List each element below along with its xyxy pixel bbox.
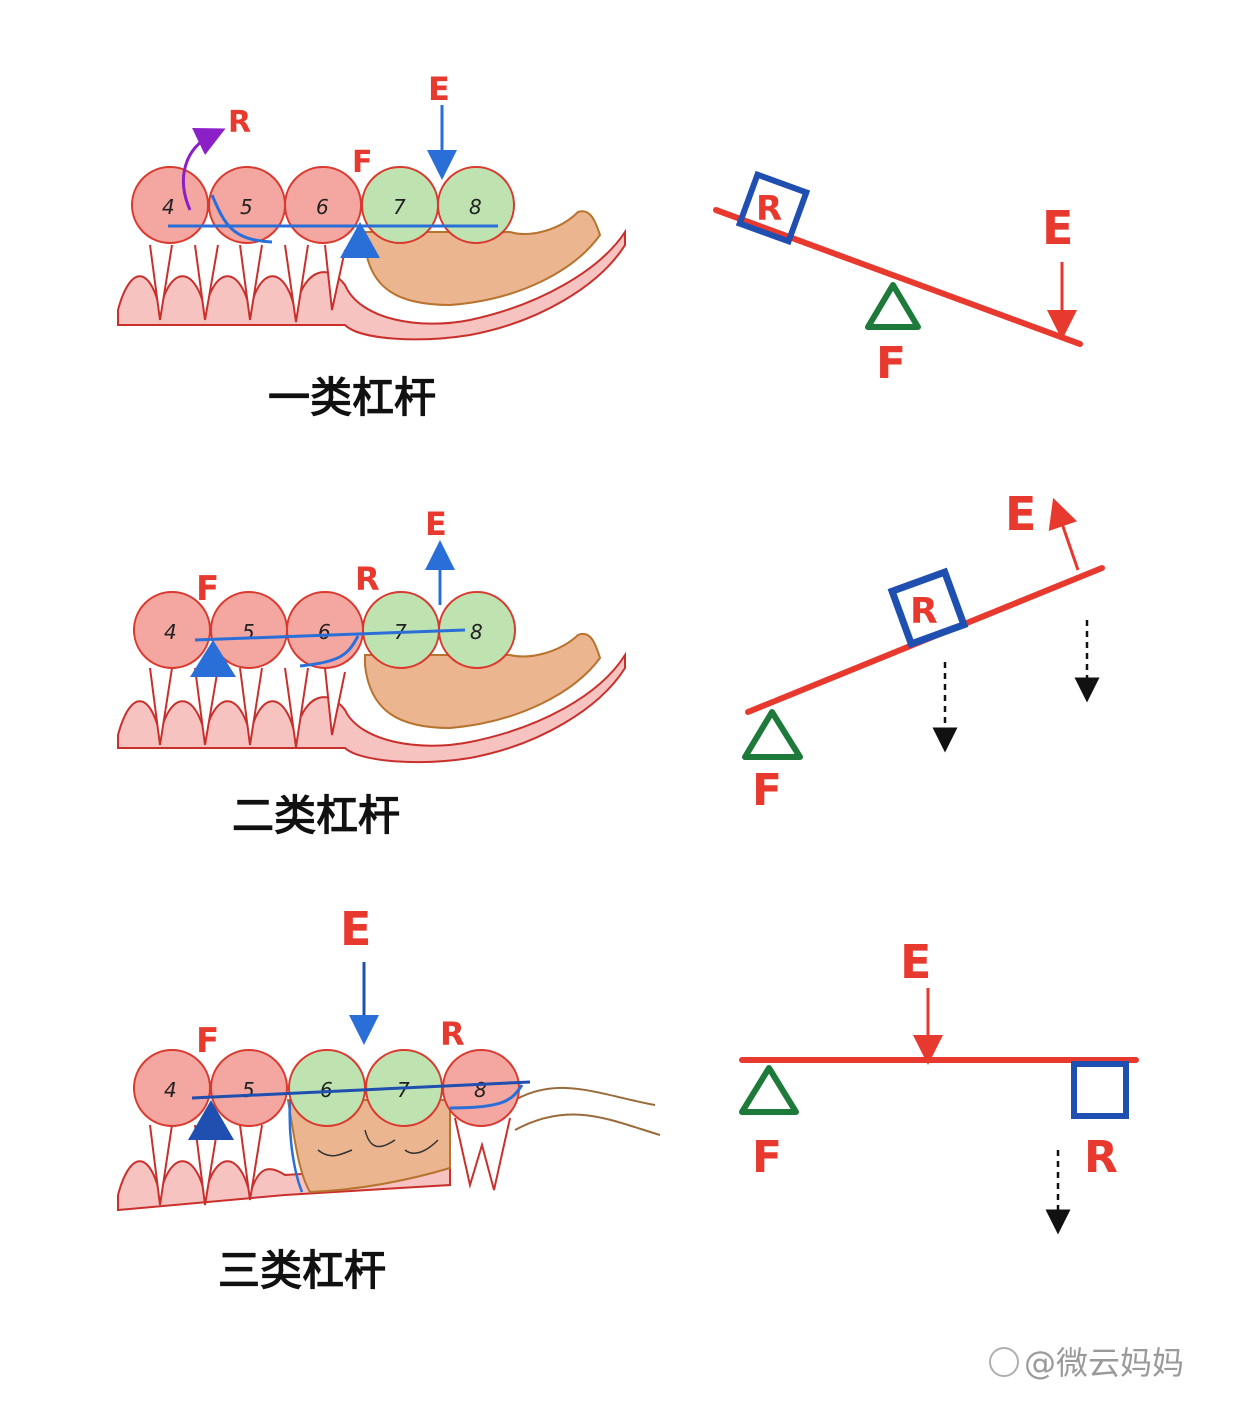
clasp-line <box>299 635 360 668</box>
caption: 一类杠杆 <box>268 373 436 422</box>
roots <box>149 244 346 323</box>
tooth-7: 7 <box>361 166 439 244</box>
tooth-6: 6 <box>284 166 362 244</box>
tooth-4: 4 <box>131 166 209 244</box>
lever-label-e: E <box>1042 201 1073 255</box>
lever-schematic-1: R F E <box>713 170 1083 389</box>
fulcrum-triangle <box>742 709 803 760</box>
tooth-number: 5 <box>240 195 253 219</box>
fulcrum-triangle <box>188 1100 234 1140</box>
watermark-logo-icon <box>989 1347 1019 1377</box>
minor-connector <box>288 1099 304 1193</box>
dental-illustration-3: 4 5 6 7 8 F R E <box>117 902 661 1212</box>
lever-axis <box>191 1080 531 1100</box>
tooth-number: 4 <box>164 1078 177 1102</box>
fulcrum-triangle <box>739 1065 799 1115</box>
resistance-box <box>735 170 811 246</box>
tooth-number: 7 <box>397 1078 410 1102</box>
tooth-6: 6 <box>286 591 364 669</box>
tooth-number: 5 <box>242 1078 255 1102</box>
tooth-4: 4 <box>133 591 211 669</box>
tooth-number: 6 <box>318 620 331 644</box>
watermark-text: @微云妈妈 <box>1024 1344 1184 1382</box>
label-f: F <box>196 569 219 609</box>
tooth-number: 7 <box>393 195 406 219</box>
dental-illustration-1: 4 5 6 7 8 R F E <box>117 70 626 341</box>
tooth-number: 5 <box>242 620 255 644</box>
tooth-number: 4 <box>162 195 175 219</box>
tooth-number: 8 <box>469 195 482 219</box>
tooth-8: 8 <box>437 166 515 244</box>
tooth-8: 8 <box>442 1049 520 1127</box>
gum <box>117 228 626 341</box>
gum <box>117 651 626 764</box>
watermark: @微云妈妈 <box>989 1344 1184 1382</box>
panel-class-3: 4 5 6 7 8 F R E 三类杠杆 R F E <box>117 902 1139 1295</box>
label-e: E <box>428 70 450 108</box>
effort-arrow <box>1048 497 1080 571</box>
distal-tissue <box>514 1086 661 1136</box>
label-r: R <box>440 1015 465 1053</box>
fulcrum-triangle <box>340 222 380 258</box>
dental-illustration-2: 4 5 6 7 8 F R E <box>117 505 626 764</box>
lever-label-f: F <box>876 338 906 389</box>
lever-schematic-3: R F E <box>739 935 1139 1235</box>
lever-label-e: E <box>900 935 931 989</box>
lever-label-e: E <box>1005 487 1036 541</box>
tooth-number: 4 <box>164 620 177 644</box>
label-r: R <box>355 560 380 598</box>
lever-axis <box>194 628 466 642</box>
caption: 二类杠杆 <box>232 791 400 840</box>
tooth-number: 6 <box>316 195 329 219</box>
label-e: E <box>340 902 371 956</box>
label-r: R <box>228 105 251 140</box>
clasp-line <box>449 1084 524 1110</box>
lever-bar <box>713 207 1083 347</box>
lever-label-f: F <box>752 1132 782 1183</box>
label-f: F <box>196 1021 219 1061</box>
panel-class-2: 4 5 6 7 8 F R E 二类杠杆 R F E <box>117 487 1105 840</box>
panel-class-1: 4 5 6 7 8 R F E 一类杠杆 R F E <box>117 70 1083 422</box>
resistance-box <box>887 567 969 649</box>
tooth-number: 6 <box>320 1078 333 1102</box>
caption: 三类杠杆 <box>218 1246 386 1295</box>
roots <box>149 1117 511 1206</box>
roots <box>149 667 346 748</box>
lever-schematic-2: R F E <box>742 487 1105 816</box>
tooth-5: 5 <box>210 1049 288 1127</box>
tooth-number: 8 <box>470 620 483 644</box>
tooth-number: 8 <box>474 1078 487 1102</box>
tooth-4: 4 <box>133 1049 211 1127</box>
tooth-5: 5 <box>208 166 286 244</box>
saddle-detail <box>317 1129 439 1157</box>
fulcrum-triangle <box>865 282 921 330</box>
resistance-box <box>1071 1061 1129 1119</box>
tooth-6: 6 <box>288 1049 366 1127</box>
label-e: E <box>425 505 447 543</box>
fulcrum-triangle <box>190 640 236 677</box>
lever-label-f: F <box>752 765 782 816</box>
label-f: F <box>352 145 373 180</box>
tooth-8: 8 <box>438 591 516 669</box>
lever-label-r: R <box>910 591 938 632</box>
lever-label-r: R <box>756 189 782 229</box>
lever-label-r: R <box>1084 1132 1118 1183</box>
clasp-line <box>210 194 273 244</box>
rotation-arrow <box>181 128 226 211</box>
